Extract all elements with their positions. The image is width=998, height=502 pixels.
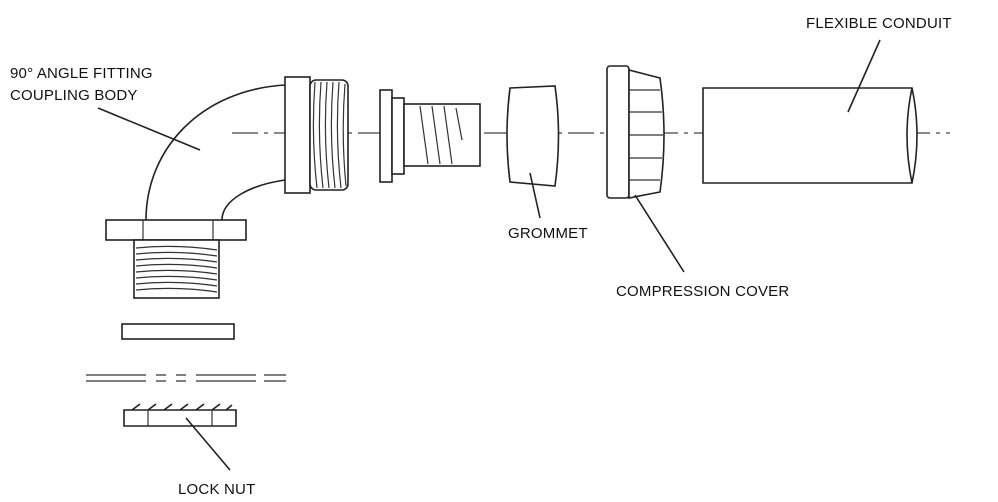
leader-grommet — [529, 172, 541, 219]
flexible-conduit — [702, 87, 918, 184]
label-grommet: GROMMET — [508, 225, 588, 242]
compression-cover — [606, 65, 665, 199]
insert-step — [391, 97, 405, 175]
label-compression-cover: COMPRESSION COVER — [616, 283, 789, 300]
label-flexible-conduit: FLEXIBLE CONDUIT — [806, 15, 952, 32]
elbow-inner-arc — [221, 179, 286, 221]
label-lock-nut: LOCK NUT — [178, 481, 255, 498]
elbow-flange — [105, 219, 247, 241]
vertical-thread-lines — [135, 245, 218, 293]
conduit-body — [702, 87, 918, 184]
leader-lock-nut — [185, 417, 231, 471]
label-elbow-line1: 90° ANGLE FITTING — [10, 65, 153, 82]
label-elbow-line2: COUPLING BODY — [10, 87, 138, 104]
conduit-break-line — [906, 87, 913, 184]
threaded-insert — [379, 89, 481, 183]
leader-compression-cover — [634, 194, 685, 273]
elbow-outer-arc — [145, 84, 286, 221]
washer — [121, 323, 235, 340]
insert-body — [403, 103, 481, 167]
leader-elbow — [97, 107, 201, 151]
elbow-collar — [284, 76, 311, 194]
cover-body — [628, 68, 665, 199]
insert-flange — [379, 89, 393, 183]
vertical-axis-dashes — [86, 374, 286, 382]
leader-conduit — [847, 39, 881, 113]
lock-nut — [123, 403, 237, 427]
grommet — [506, 85, 560, 187]
horizontal-thread-lines — [312, 81, 347, 189]
elbow-coupling-body — [105, 76, 349, 299]
cover-rim — [606, 65, 630, 199]
leader-lines — [97, 39, 881, 471]
grommet-body — [506, 85, 560, 187]
